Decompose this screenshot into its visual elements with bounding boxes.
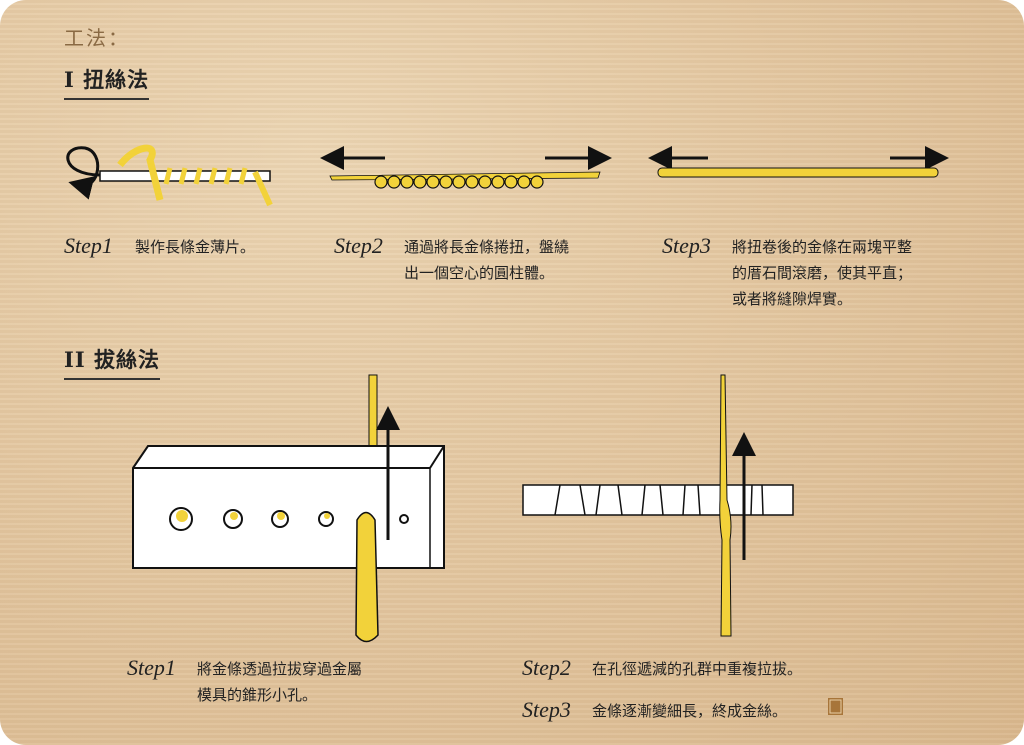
draw-step1-text: 將金條透過拉拔穿過金屬 模具的錐形小孔。 bbox=[197, 656, 362, 708]
text-line: 通過將長金條捲扭，盤繞 bbox=[404, 238, 570, 256]
twist-step2-illustration bbox=[320, 146, 612, 189]
draw-step3-label: Step3 bbox=[522, 697, 571, 722]
section-heading-draw: II 拔絲法 bbox=[64, 344, 160, 380]
draw-step1-label: Step1 bbox=[127, 655, 176, 680]
draw-step2-label: Step2 bbox=[522, 655, 571, 680]
draw-step2-illustration bbox=[522, 374, 794, 637]
text-line: 將金條透過拉拔穿過金屬 bbox=[197, 660, 363, 678]
twist-step1-label: Step1 bbox=[64, 233, 113, 258]
twist-step3-illustration bbox=[648, 146, 949, 178]
twist-step1-illustration bbox=[66, 144, 273, 207]
text-line: 出一個空心的圓柱體。 bbox=[404, 264, 555, 282]
twist-step1-text: 製作長條金薄片。 bbox=[135, 238, 256, 256]
draw-step3-text: 金條逐漸變細長，終成金絲。 bbox=[592, 702, 788, 720]
text-line: 模具的錐形小孔。 bbox=[197, 686, 318, 704]
text-line: 的厝石間滾磨，使其平直； bbox=[732, 264, 913, 282]
text-line: 將扭卷後的金條在兩塊平整 bbox=[732, 238, 913, 256]
draw-step1-illustration bbox=[132, 374, 445, 643]
draw-step2-text: 在孔徑遞減的孔群中重複拉拔。 bbox=[592, 660, 803, 678]
section-heading-twist: I 扭絲法 bbox=[64, 64, 150, 100]
page-title: 工法： bbox=[64, 26, 130, 50]
twist-step2-label: Step2 bbox=[334, 233, 383, 258]
twist-step3-label: Step3 bbox=[662, 233, 711, 258]
twist-step2-text: 通過將長金條捲扭，盤繞 出一個空心的圓柱體。 bbox=[404, 234, 569, 286]
seal-stamp bbox=[828, 698, 843, 715]
twist-step3-text: 將扭卷後的金條在兩塊平整 的厝石間滾磨，使其平直； 或者將縫隙焊實。 bbox=[732, 234, 912, 312]
text-line: 或者將縫隙焊實。 bbox=[732, 290, 853, 308]
